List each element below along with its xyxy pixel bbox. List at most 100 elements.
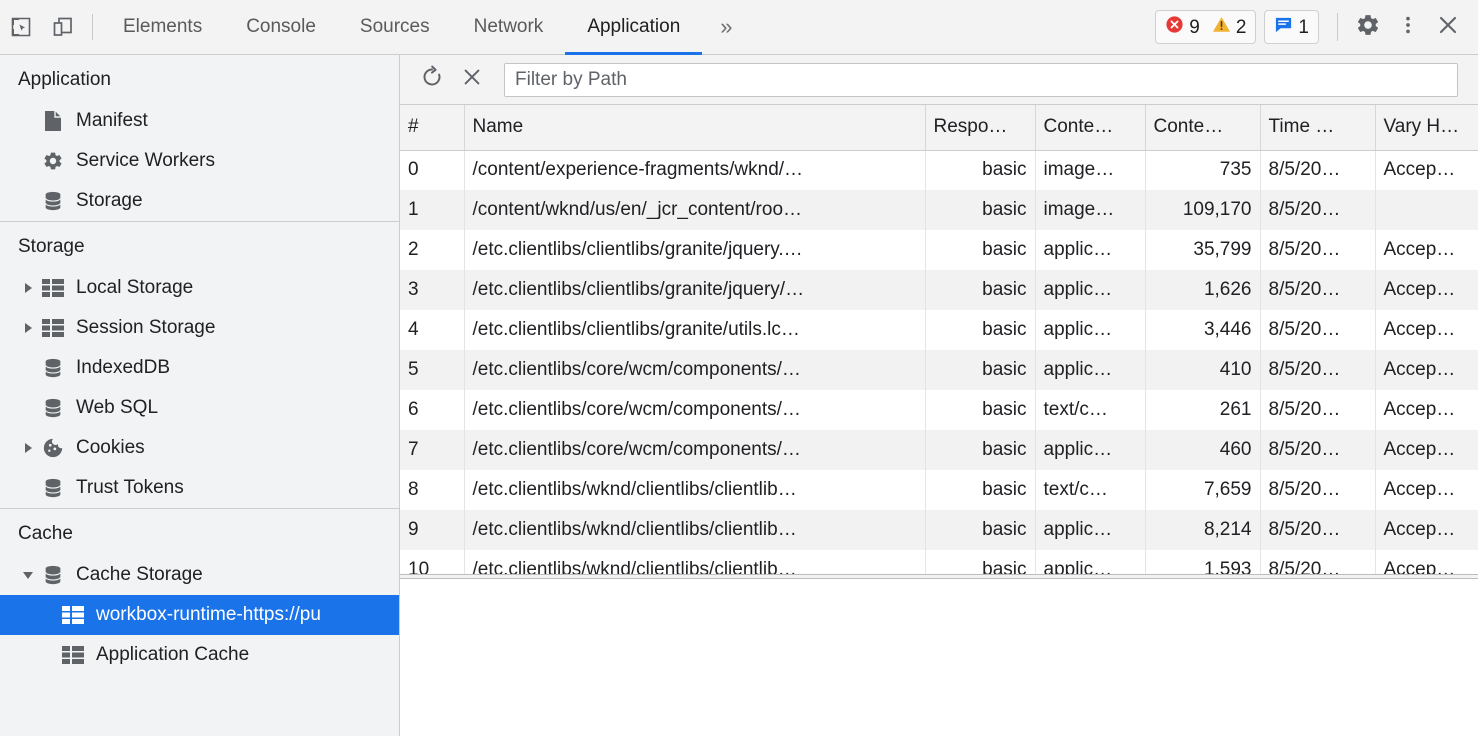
database-icon — [40, 396, 66, 420]
table-body: 0/content/experience-fragments/wknd/…bas… — [400, 150, 1478, 574]
cell-content-length: 3,446 — [1145, 310, 1261, 350]
tab-application[interactable]: Application — [565, 0, 703, 55]
panel-tab-strip: Elements Console Sources Network Applica… — [101, 0, 751, 55]
sidebar-item-workbox-runtime-https-pu[interactable]: workbox-runtime-https://pu — [0, 595, 399, 635]
inspect-cursor-icon — [9, 15, 33, 39]
panel-splitter[interactable] — [400, 575, 1478, 579]
cell-content-type: image… — [1035, 190, 1146, 230]
error-circle-icon — [1165, 15, 1184, 39]
devtools-main-toolbar: Elements Console Sources Network Applica… — [0, 0, 1478, 55]
column-header-response-type[interactable]: Respo… — [925, 105, 1036, 151]
cell-response-type: basic — [925, 270, 1036, 310]
message-badge[interactable]: 1 — [1274, 15, 1309, 39]
sidebar-item-local-storage[interactable]: Local Storage — [0, 268, 399, 308]
chevron-right-icon[interactable] — [18, 323, 38, 333]
table-row[interactable]: 1/content/wknd/us/en/_jcr_content/roo…ba… — [400, 190, 1478, 230]
cell-response-type: basic — [925, 150, 1036, 190]
cell-time-cached: 8/5/20… — [1260, 470, 1376, 510]
cell-content-type: applic… — [1035, 430, 1146, 470]
table-row[interactable]: 8/etc.clientlibs/wknd/clientlibs/clientl… — [400, 470, 1478, 510]
cell-response-type: basic — [925, 470, 1036, 510]
tab-console[interactable]: Console — [224, 0, 338, 55]
cell-name: /etc.clientlibs/clientlibs/granite/jquer… — [464, 230, 926, 270]
delete-selected-button[interactable] — [452, 62, 492, 98]
refresh-cache-button[interactable] — [412, 62, 452, 98]
settings-button[interactable] — [1348, 7, 1388, 47]
table-row[interactable]: 7/etc.clientlibs/core/wcm/components/…ba… — [400, 430, 1478, 470]
table-row[interactable]: 5/etc.clientlibs/core/wcm/components/…ba… — [400, 350, 1478, 390]
tab-sources[interactable]: Sources — [338, 0, 452, 55]
more-tabs-button[interactable]: » — [702, 0, 750, 55]
sidebar-item-manifest[interactable]: Manifest — [0, 101, 399, 141]
cell-content-length: 8,214 — [1145, 510, 1261, 550]
more-options-button[interactable] — [1388, 7, 1428, 47]
sidebar-item-application-cache[interactable]: Application Cache — [0, 635, 399, 675]
cache-entries-table-container[interactable]: # Name Respo… Conte… Conte… Time … Vary … — [400, 105, 1478, 575]
sidebar-item-web-sql[interactable]: Web SQL — [0, 388, 399, 428]
table-row[interactable]: 10/etc.clientlibs/wknd/clientlibs/client… — [400, 550, 1478, 574]
tab-application-label: Application — [587, 16, 681, 37]
cell-vary-header: Accep… — [1375, 550, 1478, 574]
column-header-content-length[interactable]: Conte… — [1145, 105, 1261, 151]
cell-name: /etc.clientlibs/core/wcm/components/… — [464, 430, 926, 470]
table-row[interactable]: 4/etc.clientlibs/clientlibs/granite/util… — [400, 310, 1478, 350]
sidebar-item-cookies[interactable]: Cookies — [0, 428, 399, 468]
cell-content-length: 1,593 — [1145, 550, 1261, 574]
warning-badge[interactable]: 2 — [1212, 15, 1247, 39]
sidebar-item-cache-storage[interactable]: Cache Storage — [0, 555, 399, 595]
cell-content-length: 460 — [1145, 430, 1261, 470]
cell-index: 5 — [400, 350, 465, 390]
error-badge[interactable]: 9 — [1165, 15, 1200, 39]
column-header-content-type[interactable]: Conte… — [1035, 105, 1146, 151]
chevron-right-icon[interactable] — [18, 283, 38, 293]
toolbar-right-group: 9 2 — [1155, 7, 1478, 47]
cell-content-length: 1,626 — [1145, 270, 1261, 310]
table-row[interactable]: 0/content/experience-fragments/wknd/…bas… — [400, 150, 1478, 190]
chevron-down-icon[interactable] — [18, 571, 38, 579]
cell-time-cached: 8/5/20… — [1260, 190, 1376, 230]
cell-content-length: 7,659 — [1145, 470, 1261, 510]
table-row[interactable]: 2/etc.clientlibs/clientlibs/granite/jque… — [400, 230, 1478, 270]
close-devtools-button[interactable] — [1428, 7, 1468, 47]
sidebar-item-label: workbox-runtime-https://pu — [96, 604, 321, 625]
inspect-element-button[interactable] — [0, 7, 42, 47]
column-header-index[interactable]: # — [400, 105, 465, 151]
column-header-time-cached[interactable]: Time … — [1260, 105, 1376, 151]
sidebar-item-trust-tokens[interactable]: Trust Tokens — [0, 468, 399, 508]
chevron-right-icon[interactable] — [18, 443, 38, 453]
cell-content-type: text/c… — [1035, 390, 1146, 430]
cell-index: 1 — [400, 190, 465, 230]
cell-time-cached: 8/5/20… — [1260, 230, 1376, 270]
issues-counter-group[interactable]: 9 2 — [1155, 10, 1257, 44]
toolbar-divider-2 — [1337, 13, 1338, 41]
tab-console-label: Console — [246, 16, 316, 37]
cache-storage-panel: # Name Respo… Conte… Conte… Time … Vary … — [400, 55, 1478, 736]
table-row[interactable]: 9/etc.clientlibs/wknd/clientlibs/clientl… — [400, 510, 1478, 550]
gear-icon — [1355, 12, 1381, 43]
sidebar-item-service-workers[interactable]: Service Workers — [0, 141, 399, 181]
table-row[interactable]: 6/etc.clientlibs/core/wcm/components/…ba… — [400, 390, 1478, 430]
cell-index: 2 — [400, 230, 465, 270]
tab-elements[interactable]: Elements — [101, 0, 224, 55]
column-header-vary-header[interactable]: Vary H… — [1375, 105, 1478, 151]
sidebar-item-label: Application Cache — [96, 644, 250, 665]
tab-network[interactable]: Network — [452, 0, 566, 55]
cell-response-type: basic — [925, 390, 1036, 430]
filter-by-path-input[interactable] — [504, 62, 1458, 97]
table-row[interactable]: 3/etc.clientlibs/clientlibs/granite/jque… — [400, 270, 1478, 310]
column-header-name[interactable]: Name — [464, 105, 926, 151]
sidebar-item-session-storage[interactable]: Session Storage — [0, 308, 399, 348]
sidebar-section-title: Application — [18, 69, 111, 90]
sidebar-item-indexeddb[interactable]: IndexedDB — [0, 348, 399, 388]
messages-counter-group[interactable]: 1 — [1264, 10, 1319, 44]
cache-entries-table: # Name Respo… Conte… Conte… Time … Vary … — [400, 105, 1478, 574]
cell-content-type: applic… — [1035, 230, 1146, 270]
sidebar-item-label: IndexedDB — [76, 357, 171, 378]
device-toolbar-button[interactable] — [42, 7, 84, 47]
sidebar-item-storage[interactable]: Storage — [0, 181, 399, 221]
cell-index: 0 — [400, 150, 465, 190]
warning-count: 2 — [1235, 16, 1247, 38]
cell-content-type: image… — [1035, 150, 1146, 190]
table-grid-icon — [40, 316, 66, 340]
